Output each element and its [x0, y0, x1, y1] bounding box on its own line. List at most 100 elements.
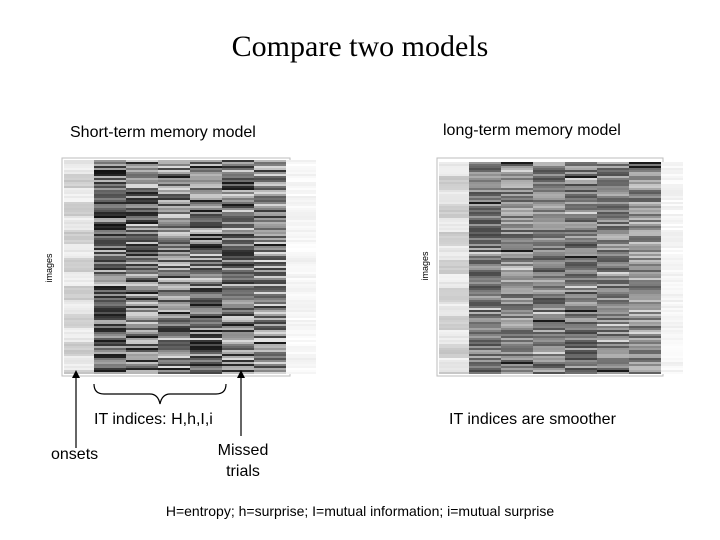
right-heatmap-cell [469, 272, 501, 274]
left-heatmap-cell [222, 360, 254, 362]
left-heatmap-cell [254, 366, 286, 368]
left-heatmap-cell [254, 258, 286, 260]
left-heatmap-cell [254, 356, 286, 358]
right-heatmap-cell [501, 280, 533, 282]
left-heatmap-cell [158, 340, 190, 342]
left-heatmap-cell [158, 222, 190, 224]
left-heatmap-cell [190, 324, 222, 326]
right-heatmap-cell [597, 184, 629, 186]
left-heatmap-cell [286, 258, 316, 260]
left-heatmap-cell [254, 278, 286, 280]
right-heatmap-cell [533, 264, 565, 266]
left-heatmap-cell [126, 328, 158, 330]
left-heatmap-cell [64, 258, 94, 260]
right-heatmap-cell [469, 306, 501, 308]
right-heatmap-cell [597, 334, 629, 336]
left-heatmap-cell [158, 248, 190, 250]
left-heatmap-cell [94, 236, 126, 238]
right-heatmap-cell [533, 346, 565, 348]
left-heatmap-cell [126, 344, 158, 346]
left-heatmap-cell [94, 260, 126, 262]
left-heatmap-cell [158, 326, 190, 328]
right-heatmap-cell [565, 184, 597, 186]
right-heatmap-cell [629, 336, 661, 338]
left-heatmap-cell [254, 172, 286, 174]
right-heatmap-cell [661, 202, 683, 204]
right-heatmap-cell [439, 194, 469, 196]
right-heatmap-cell [629, 194, 661, 196]
left-heatmap-cell [158, 256, 190, 258]
left-heatmap-cell [254, 320, 286, 322]
right-heatmap-cell [661, 280, 683, 282]
left-heatmap-cell [190, 212, 222, 214]
left-heatmap-cell [286, 324, 316, 326]
left-heatmap-cell [190, 270, 222, 272]
left-heatmap-cell [286, 166, 316, 168]
right-heatmap-cell [565, 352, 597, 354]
left-heatmap-cell [94, 168, 126, 170]
left-heatmap-cell [286, 192, 316, 194]
left-heatmap-cell [64, 278, 94, 280]
left-heatmap-cell [190, 360, 222, 362]
right-heatmap-cell [469, 276, 501, 278]
right-heatmap-cell [439, 308, 469, 310]
left-heatmap-cell [158, 264, 190, 266]
right-heatmap-cell [629, 366, 661, 368]
left-heatmap-cell [254, 266, 286, 268]
left-heatmap-cell [190, 358, 222, 360]
right-heatmap-cell [661, 298, 683, 300]
left-heatmap-cell [222, 164, 254, 166]
left-heatmap-cell [64, 360, 94, 362]
right-heatmap-cell [629, 370, 661, 372]
left-heatmap-cell [222, 188, 254, 190]
right-heatmap-cell [629, 262, 661, 264]
left-heatmap-cell [158, 334, 190, 336]
left-heatmap-cell [158, 228, 190, 230]
left-heatmap-cell [254, 216, 286, 218]
left-heatmap-cell [190, 258, 222, 260]
right-heatmap-cell [439, 372, 469, 374]
left-heatmap-cell [64, 202, 94, 204]
right-heatmap-cell [469, 270, 501, 272]
left-heatmap-cell [222, 228, 254, 230]
right-heatmap-cell [629, 250, 661, 252]
right-heatmap-cell [469, 204, 501, 206]
right-heatmap-cell [439, 226, 469, 228]
right-heatmap-cell [501, 226, 533, 228]
right-heatmap-cell [565, 214, 597, 216]
right-heatmap-cell [439, 232, 469, 234]
left-ylabel: images [44, 253, 54, 283]
right-heatmap-cell [501, 314, 533, 316]
right-heatmap-cell [661, 218, 683, 220]
right-heatmap-cell [439, 252, 469, 254]
left-heatmap-cell [286, 182, 316, 184]
right-heatmap-cell [533, 330, 565, 332]
left-heatmap-cell [64, 306, 94, 308]
left-heatmap-cell [286, 238, 316, 240]
left-heatmap-cell [158, 230, 190, 232]
right-heatmap-cell [565, 324, 597, 326]
left-heatmap-cell [126, 204, 158, 206]
right-heatmap-cell [629, 280, 661, 282]
right-heatmap-cell [597, 294, 629, 296]
left-heatmap-cell [94, 216, 126, 218]
right-heatmap-cell [533, 172, 565, 174]
left-heatmap-cell [94, 264, 126, 266]
right-heatmap-cell [629, 292, 661, 294]
right-heatmap-cell [565, 216, 597, 218]
right-heatmap-cell [629, 332, 661, 334]
left-heatmap-cell [190, 348, 222, 350]
right-heatmap-cell [597, 238, 629, 240]
right-heatmap-cell [501, 336, 533, 338]
right-heatmap-cell [469, 256, 501, 258]
left-heatmap-cell [64, 234, 94, 236]
right-heatmap-cell [661, 344, 683, 346]
right-heatmap-cell [469, 372, 501, 374]
right-heatmap-cell [533, 224, 565, 226]
right-heatmap-cell [629, 226, 661, 228]
left-heatmap-cell [286, 286, 316, 288]
right-heatmap-cell [469, 304, 501, 306]
left-heatmap-cell [254, 262, 286, 264]
left-heatmap-cell [94, 220, 126, 222]
right-heatmap-cell [597, 248, 629, 250]
